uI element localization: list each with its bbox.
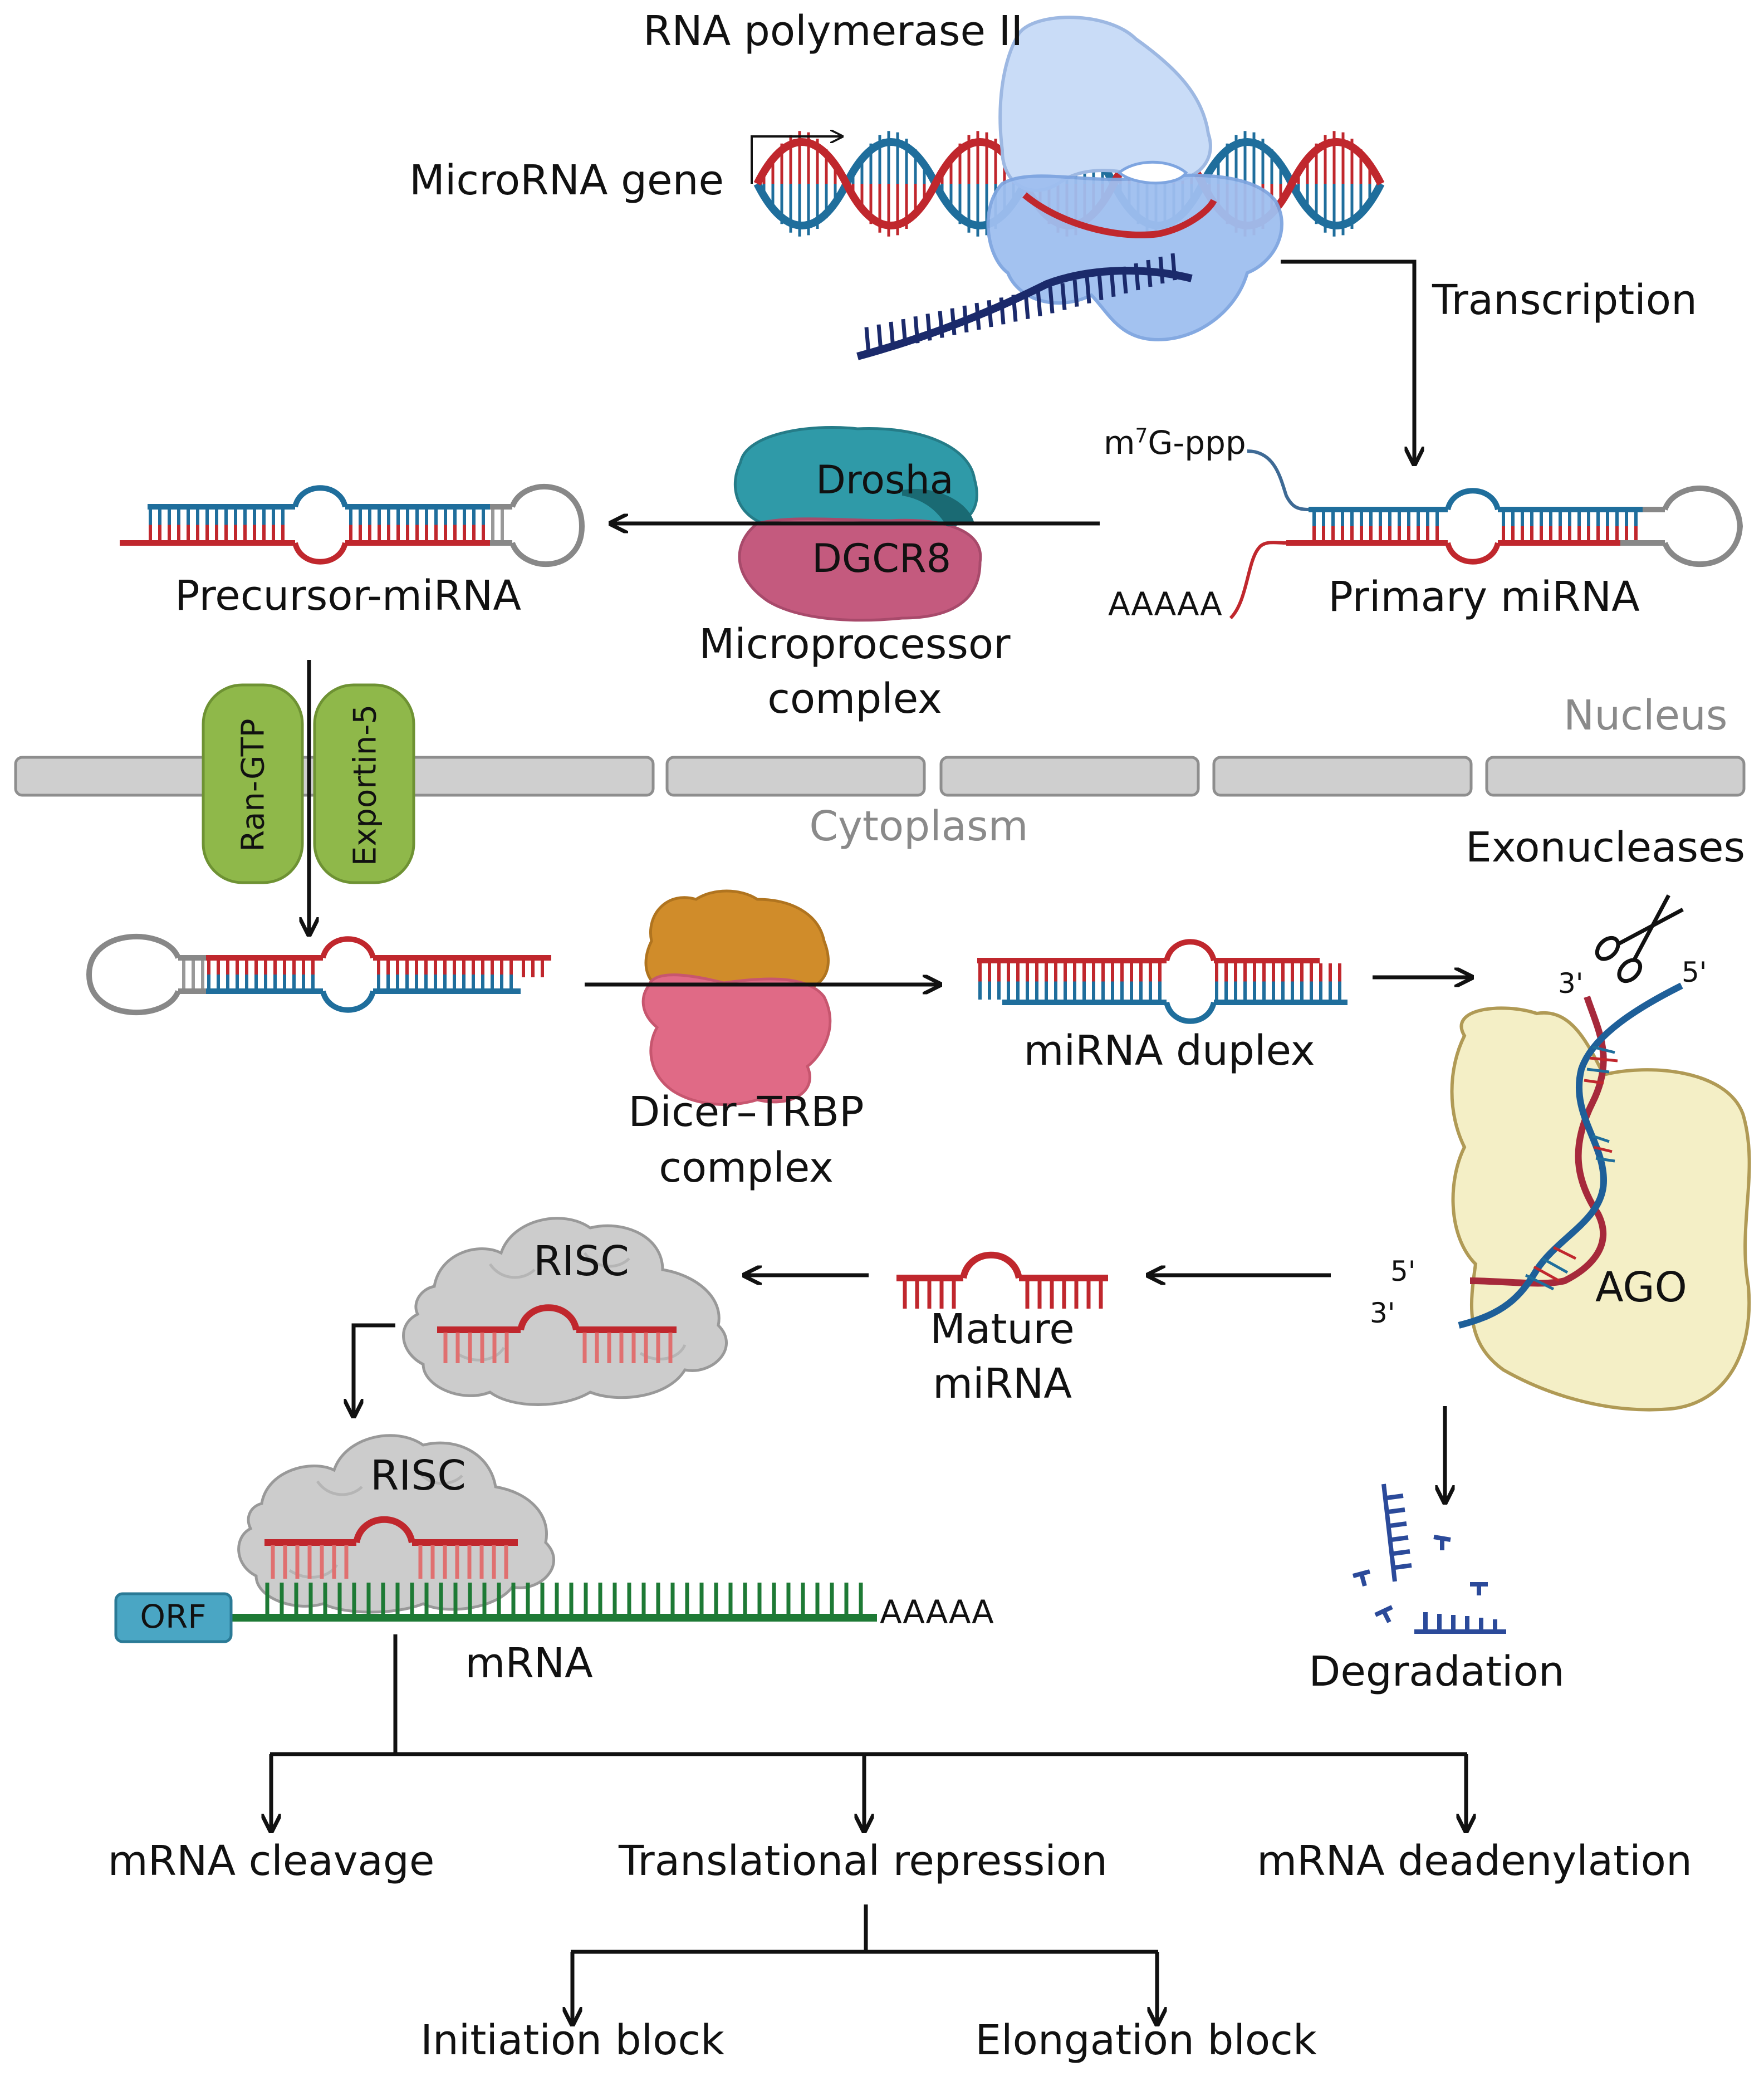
precursor-mirna-nucleus xyxy=(120,483,585,567)
label-risc-2: RISC xyxy=(370,1452,466,1500)
label-polya-primary: AAAAA xyxy=(1108,585,1222,623)
primary-mirna xyxy=(1229,449,1743,620)
label-microprocessor-line2: complex xyxy=(767,675,942,723)
label-mrna-cleavage: mRNA cleavage xyxy=(107,1837,435,1885)
risc-complex-2 xyxy=(237,1434,555,1614)
label-m7g-prefix: m xyxy=(1104,424,1135,462)
label-mrna: mRNA xyxy=(465,1639,593,1687)
transcription-start-arrow-icon xyxy=(751,136,841,184)
target-mrna xyxy=(231,1583,877,1622)
label-m7g-suffix: G-ppp xyxy=(1148,424,1246,462)
repression-tree xyxy=(571,1904,1158,1954)
label-precursor-mirna: Precursor-miRNA xyxy=(175,572,521,620)
label-cytoplasm: Cytoplasm xyxy=(809,802,1028,850)
label-nucleus: Nucleus xyxy=(1564,692,1728,740)
orf-box xyxy=(114,1592,233,1643)
label-rna-polymerase-ii: RNA polymerase II xyxy=(643,7,1023,55)
label-degradation: Degradation xyxy=(1309,1648,1565,1696)
dicer-trbp-complex xyxy=(641,889,832,1106)
label-mature-line2: miRNA xyxy=(932,1360,1072,1408)
nascent-rna-strand xyxy=(856,253,1193,360)
label-exonucleases: Exonucleases xyxy=(1466,824,1746,871)
outcome-tree xyxy=(270,1634,1467,1756)
label-mrna-deadenylation: mRNA deadenylation xyxy=(1257,1837,1692,1885)
mirna-duplex-structure xyxy=(977,939,1347,1024)
label-orf: ORF xyxy=(140,1598,207,1636)
label-microrna-gene: MicroRNA gene xyxy=(409,156,724,204)
label-dicer-trbp-line2: complex xyxy=(659,1144,834,1192)
label-initiation-block: Initiation block xyxy=(420,2016,724,2064)
degraded-fragments xyxy=(1352,1483,1506,1634)
risc-to-target-arrow xyxy=(354,1323,395,1414)
nascent-rna-strand-in-polymerase xyxy=(1022,192,1217,238)
ago-protein xyxy=(1450,1006,1751,1412)
mature-mirna-structure xyxy=(896,1251,1108,1309)
transcription-arrow xyxy=(1281,259,1414,462)
label-primary-mirna: Primary miRNA xyxy=(1328,573,1640,621)
precursor-mirna-cytoplasm xyxy=(86,934,551,1015)
label-five-prime-bottom: 5' xyxy=(1390,1255,1416,1287)
label-risc-1: RISC xyxy=(533,1237,629,1285)
label-ago: AGO xyxy=(1595,1264,1687,1311)
exportin-5-ran-gtp-complex xyxy=(202,683,415,884)
label-elongation-block: Elongation block xyxy=(975,2016,1317,2064)
label-transcription: Transcription xyxy=(1432,276,1697,324)
label-three-prime-top: 3' xyxy=(1558,967,1584,1000)
label-exportin-5: Exportin-5 xyxy=(347,704,384,866)
label-mature-line1: Mature xyxy=(930,1305,1075,1353)
label-translational-repression: Translational repression xyxy=(618,1837,1108,1885)
label-dicer-trbp-line1: Dicer–TRBP xyxy=(628,1088,864,1136)
label-dgcr8: DGCR8 xyxy=(812,536,952,581)
label-ran-gtp: Ran-GTP xyxy=(235,718,272,852)
label-five-prime-top: 5' xyxy=(1682,956,1707,988)
microprocessor-complex xyxy=(733,426,982,622)
label-drosha: Drosha xyxy=(816,457,954,503)
label-m7g-cap: m7G-ppp xyxy=(1104,424,1246,462)
label-mirna-duplex: miRNA duplex xyxy=(1023,1027,1315,1075)
passenger-strand xyxy=(1458,982,1683,1329)
label-polya-mrna: AAAAA xyxy=(880,1593,994,1631)
label-microprocessor-line1: Microprocessor xyxy=(699,620,1011,668)
scissors-icon xyxy=(1595,894,1684,983)
risc-complex-1 xyxy=(402,1217,728,1406)
label-three-prime-bottom: 3' xyxy=(1370,1297,1395,1329)
label-m7g-sup: 7 xyxy=(1135,424,1148,448)
